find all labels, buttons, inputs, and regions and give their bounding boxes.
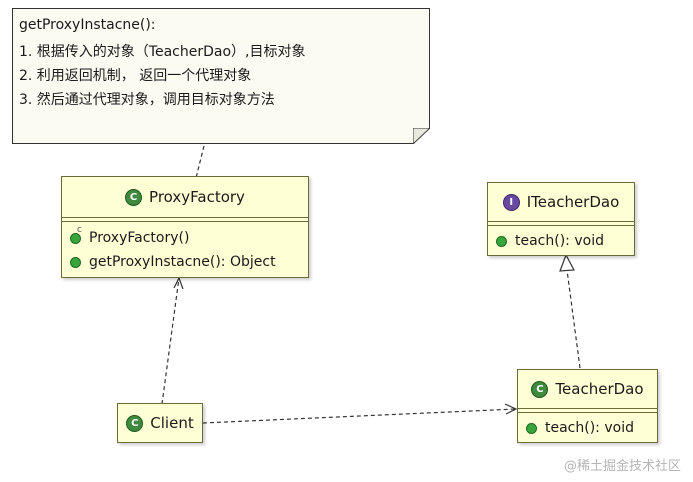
interface-iteacherdao[interactable]: I ITeacherDao teach(): void bbox=[487, 182, 635, 256]
class-teacherdao-members: teach(): void bbox=[518, 412, 657, 440]
member-label: getProxyInstacne(): Object bbox=[89, 254, 276, 270]
member-label: ProxyFactory() bbox=[89, 230, 190, 246]
member-label: teach(): void bbox=[515, 233, 604, 249]
member-label: teach(): void bbox=[545, 420, 634, 436]
member-row[interactable]: getProxyInstacne(): Object bbox=[62, 250, 308, 274]
class-proxyfactory[interactable]: C ProxyFactory ProxyFactory() getProxyIn… bbox=[61, 176, 309, 278]
class-icon: C bbox=[125, 188, 143, 206]
class-teacherdao[interactable]: C TeacherDao teach(): void bbox=[517, 369, 658, 443]
class-proxyfactory-name: ProxyFactory bbox=[149, 188, 245, 206]
realization-arrowhead bbox=[559, 253, 575, 272]
class-icon: C bbox=[531, 380, 549, 398]
class-proxyfactory-header: C ProxyFactory bbox=[62, 177, 308, 218]
public-constructor-icon bbox=[70, 225, 82, 244]
note-anchor-link bbox=[195, 145, 205, 179]
class-teacherdao-header: C TeacherDao bbox=[518, 370, 657, 409]
member-row[interactable]: teach(): void bbox=[518, 416, 657, 440]
note-box[interactable]: getProxyInstacne(): 1. 根据传入的对象（TeacherDa… bbox=[12, 8, 430, 144]
dependency-arrowhead-teacherdao bbox=[504, 403, 518, 415]
interface-iteacherdao-header: I ITeacherDao bbox=[488, 183, 634, 222]
class-proxyfactory-members: ProxyFactory() getProxyInstacne(): Objec… bbox=[62, 221, 308, 274]
note-line-step-3: 3. 然后通过代理对象，调用目标对象方法 bbox=[19, 92, 275, 108]
interface-icon: I bbox=[502, 193, 520, 211]
interface-iteacherdao-members: teach(): void bbox=[488, 225, 634, 253]
interface-iteacherdao-name: ITeacherDao bbox=[526, 193, 620, 211]
note-line-step-1: 1. 根据传入的对象（TeacherDao）,目标对象 bbox=[19, 44, 306, 60]
member-row[interactable]: ProxyFactory() bbox=[62, 225, 308, 250]
client-to-proxyfactory-dependency bbox=[161, 277, 180, 405]
dependency-arrowhead-proxyfactory bbox=[173, 276, 184, 290]
class-client-header: C Client bbox=[118, 404, 202, 442]
client-to-teacherdao-dependency bbox=[202, 408, 517, 424]
class-teacherdao-name: TeacherDao bbox=[555, 380, 644, 398]
class-icon: C bbox=[126, 414, 144, 432]
class-client-name: Client bbox=[150, 414, 194, 432]
member-row[interactable]: teach(): void bbox=[488, 229, 634, 253]
public-method-icon bbox=[496, 235, 507, 247]
public-method-icon bbox=[70, 256, 81, 268]
teacherdao-realization-link bbox=[566, 269, 581, 369]
note-line-step-2: 2. 利用返回机制， 返回一个代理对象 bbox=[19, 68, 252, 84]
class-client[interactable]: C Client bbox=[117, 403, 203, 443]
watermark: @稀土掘金技术社区 bbox=[563, 459, 681, 474]
public-method-icon bbox=[526, 422, 537, 434]
note-line-title: getProxyInstacne(): bbox=[19, 17, 156, 33]
